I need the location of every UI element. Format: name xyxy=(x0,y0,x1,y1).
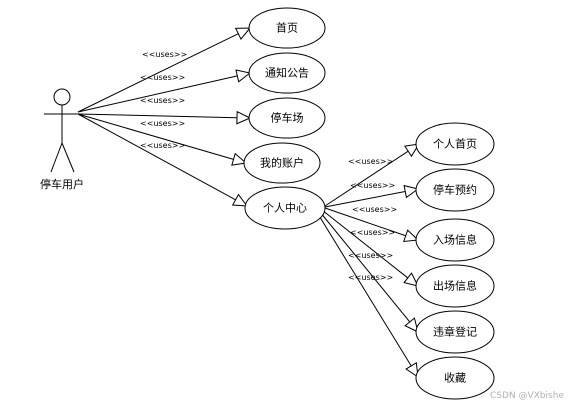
use-case-home: 首页 xyxy=(248,7,326,49)
use-case-home-label: 首页 xyxy=(276,21,298,35)
use-case-personal-center-label: 个人中心 xyxy=(263,202,307,215)
uses-label-reservation: <<uses>> xyxy=(350,181,395,190)
use-case-personal-center: 个人中心 xyxy=(244,186,326,230)
uses-edge-reservation xyxy=(324,190,406,208)
uses-label-exit-info: <<uses>> xyxy=(350,228,395,237)
actor-name: 停车用户 xyxy=(40,177,84,191)
use-case-entry-info: 入场信息 xyxy=(415,218,495,262)
uses-label-violation: <<uses>> xyxy=(348,251,393,260)
uses-edge-personal-center xyxy=(77,113,236,201)
use-case-entry-info-label: 入场信息 xyxy=(433,233,477,247)
use-case-my-account: 我的账户 xyxy=(243,142,321,184)
uses-label-home: <<uses>> xyxy=(142,50,187,59)
watermark: CSDN @VXbishe xyxy=(490,391,564,401)
arrowhead-my-account xyxy=(231,152,248,166)
uses-edge-personal-home xyxy=(324,150,409,207)
actor-head xyxy=(53,88,71,106)
use-case-my-account-label: 我的账户 xyxy=(260,156,304,170)
arrowhead-entry-info xyxy=(403,229,420,243)
uses-edge-my-account xyxy=(77,113,234,160)
uses-edge-home xyxy=(77,33,239,113)
use-case-favorites: 收藏 xyxy=(415,356,495,400)
uses-edge-exit-info xyxy=(321,209,409,279)
uses-edge-parking xyxy=(77,113,238,119)
use-case-favorites-label: 收藏 xyxy=(444,371,466,385)
uses-edge-favorites xyxy=(317,213,412,367)
arrowhead-exit-info xyxy=(403,272,419,287)
actor-stick-figure xyxy=(44,88,80,173)
uses-label-entry-info: <<uses>> xyxy=(352,205,397,214)
use-case-personal-home: 个人首页 xyxy=(415,122,495,166)
use-case-exit-info: 出场信息 xyxy=(415,264,495,308)
use-case-reservation: 停车预约 xyxy=(415,168,495,212)
arrowhead-violation xyxy=(404,317,419,333)
relations-layer xyxy=(77,27,420,379)
arrowhead-notice xyxy=(235,69,252,83)
actor-left-leg xyxy=(50,142,63,173)
use-case-exit-info-label: 出场信息 xyxy=(433,279,477,293)
use-case-personal-home-label: 个人首页 xyxy=(433,137,477,151)
arrowhead-home xyxy=(234,27,252,41)
use-case-parking-label: 停车场 xyxy=(271,111,304,125)
stereotype-labels-layer: <<uses>> <<uses>> <<uses>> <<uses>> <<uses>>… xyxy=(140,50,397,282)
use-case-violation: 违章登记 xyxy=(415,310,495,354)
use-case-violation-label: 违章登记 xyxy=(433,325,477,339)
use-case-notice-label: 通知公告 xyxy=(265,66,309,80)
use-case-reservation-label: 停车预约 xyxy=(433,183,477,197)
arrowhead-personal-home xyxy=(403,143,420,158)
uses-label-parking: <<uses>> xyxy=(140,96,185,105)
use-case-notice: 通知公告 xyxy=(248,52,326,94)
uses-label-favorites: <<uses>> xyxy=(348,273,393,282)
arrowhead-parking xyxy=(236,110,252,125)
uses-edge-violation xyxy=(319,211,411,323)
arrowhead-personal-center xyxy=(231,193,249,207)
arrowhead-reservation xyxy=(403,184,420,199)
uses-label-personal-center: <<uses>> xyxy=(140,141,185,150)
uses-label-notice: <<uses>> xyxy=(140,73,185,82)
arrowhead-favorites xyxy=(405,361,419,379)
uses-label-personal-home: <<uses>> xyxy=(348,157,393,166)
actor-right-leg xyxy=(61,142,75,173)
uses-label-my-account: <<uses>> xyxy=(140,119,185,128)
uses-edge-entry-info xyxy=(324,207,406,237)
use-case-parking: 停车场 xyxy=(248,97,326,139)
uses-edge-notice xyxy=(77,75,238,113)
